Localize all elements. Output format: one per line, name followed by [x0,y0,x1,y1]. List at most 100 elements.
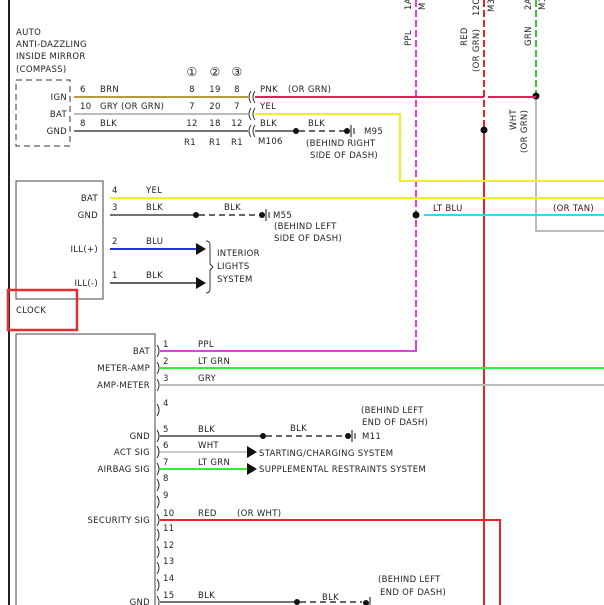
wht-alt-label: (OR GRN) [520,110,530,153]
splice-dot [260,433,266,439]
wire-color: BLK [100,119,117,129]
pin-number: 14 [163,574,174,584]
wire-color: BLK [260,119,277,129]
variant-2: ② [209,65,220,79]
pin-label: IGN [51,93,67,103]
arrow-icon [196,243,206,255]
pin-label: ILL(+) [70,245,98,255]
ground-icon [344,125,355,137]
ground-id: M55 [273,211,292,221]
wire-color-alt: (OR GRN) [288,85,331,95]
pin-number: 12 [163,541,174,551]
wht-label: WHT [509,109,519,130]
pin-label: BAT [133,347,151,357]
pin-number: 15 [163,591,174,601]
pin-label: ACT SIG [114,448,150,458]
wire-color: GRY (OR GRN) [100,102,164,112]
wire-color: BLK [198,425,215,435]
variant-3: ③ [231,65,242,79]
splice-dot [412,211,420,219]
connector-symbol [156,495,160,509]
wire-color: BLK [146,203,163,213]
red-label: RED [460,27,470,46]
wire-color: BLK [290,424,307,434]
pin-number: 8 [163,474,169,484]
pin-number: 4 [163,399,169,409]
ground-location: (BEHIND LEFT [378,575,441,585]
wire-color-alt: (OR WHT) [237,509,281,519]
pin-number: 1 [163,340,169,350]
connector-symbol [156,595,160,605]
ground-location: END OF DASH) [380,588,446,598]
destination-label: SYSTEM [217,275,253,285]
connector-symbol [156,478,160,492]
ground-id: M95 [364,127,383,137]
pin-number: 3 [112,203,118,213]
wire-color: GRY [198,374,217,384]
pin-number: 10 [80,102,91,112]
mirror-title: AUTO [16,28,41,38]
connector-symbol [156,545,160,559]
destination-label: SUPPLEMENTAL RESTRAINTS SYSTEM [259,465,426,475]
pin-number: 2 [112,237,118,247]
wire-color: LT GRN [198,458,230,468]
pin-label: METER-AMP [97,364,150,374]
connector-id: R1 [231,138,243,148]
splice-dot [293,128,299,134]
mirror-component: AUTO ANTI-DAZZLING INSIDE MIRROR (COMPAS… [15,28,604,182]
destination-label: LIGHTS [217,262,250,272]
pin-number: 11 [163,524,174,534]
splice-dot [294,599,300,605]
pin-number: 18 [209,119,220,129]
pin-label: GND [47,127,68,137]
red-pin: 12C [472,0,482,16]
wire-color: BLK [308,119,325,129]
pin-number: 5 [163,425,169,435]
pin-number: 8 [234,85,240,95]
destination-label: STARTING/CHARGING SYSTEM [259,449,393,459]
connector-symbol [156,445,160,459]
pin-number: 2 [163,357,169,367]
pin-label: BAT [50,110,68,120]
pin-number: 6 [163,441,169,451]
clock-highlight-box [6,288,79,332]
ground-id: M11 [362,432,381,442]
ground-location: (BEHIND LEFT [274,222,337,232]
top-wire-labels: PPL 1A M RED (OR GRN) 12C M3 GRN 2A M1 W… [404,0,548,153]
connector-symbol [156,462,160,476]
pin-number: 13 [163,557,174,567]
ground-location: (BEHIND LEFT [361,406,424,416]
wire-color: BLU [146,237,163,247]
ppl-label: PPL [404,30,414,46]
wire-color: BRN [100,85,119,95]
brace-icon [205,240,214,294]
pin-label: AIRBAG SIG [97,465,150,475]
pin-number: 6 [80,85,86,95]
splice-dot [480,126,488,134]
pin-number: 9 [163,491,169,501]
wire-color: BLK [146,271,163,281]
arrow-icon [196,277,206,289]
variant-1: ① [186,65,197,79]
red-alt-label: (OR GRN) [472,29,482,72]
pin-number: 20 [209,102,220,112]
pin-number: 1 [112,271,118,281]
destination-label: INTERIOR [217,249,260,259]
mirror-title: (COMPASS) [16,65,66,75]
connector-symbol [156,378,160,392]
ppl-pin: 1A [404,0,414,10]
pin-number: 7 [163,458,169,468]
grn-conn: M1 [538,0,548,10]
arrow-icon [247,446,257,458]
pin-label: GND [130,598,151,605]
connector-symbol [156,561,160,575]
arrow-icon [247,463,257,475]
clock-component: BAT GND ILL(+) ILL(-) 4 3 2 1 YEL BLK BL… [6,180,604,332]
ltblu-alt-label: (OR TAN) [553,204,594,214]
wire-color: BLK [198,591,215,601]
clock-title: CLOCK [16,306,46,316]
pin-number: 8 [189,85,195,95]
connector-symbol [156,528,160,542]
pin-number: 7 [189,102,195,112]
